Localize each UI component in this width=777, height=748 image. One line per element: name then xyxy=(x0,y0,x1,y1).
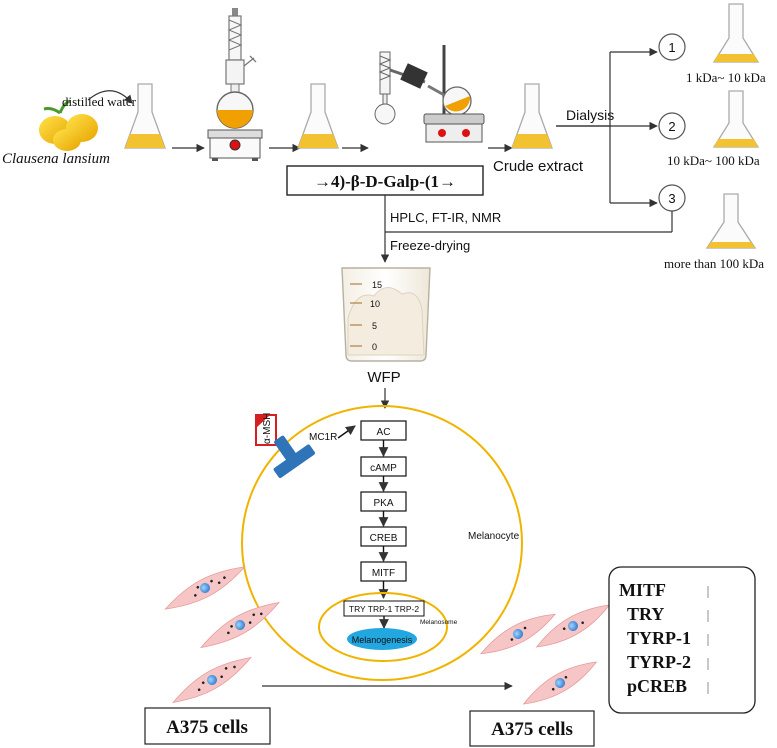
marker-try: TRY xyxy=(627,604,664,624)
marker-tyrp2: TYRP-2 xyxy=(627,652,691,672)
svg-text:cAMP: cAMP xyxy=(370,463,397,474)
receptor-arrow xyxy=(337,425,356,439)
marker-tyrp1: TYRP-1 xyxy=(627,628,691,648)
lychee-fruit-icon xyxy=(39,99,98,151)
analysis-label: HPLC, FT-IR, NMR xyxy=(390,210,501,225)
melanocyte-outline xyxy=(241,405,523,681)
hot-plate-icon xyxy=(207,129,263,161)
solvent-label: distilled water xyxy=(62,94,137,109)
flask-icon xyxy=(511,83,553,149)
beaker-scale-0: 0 xyxy=(372,342,377,352)
cell-label-right: A375 cells xyxy=(491,719,573,740)
pathway-step-camp: cAMP xyxy=(360,456,407,477)
melanosome-outline xyxy=(318,592,448,662)
structure-label: →4)-β-D-Galp-(1→ xyxy=(314,172,456,191)
flask-icon xyxy=(124,83,166,149)
fraction-marker-3: 3 xyxy=(658,184,686,212)
flask-icon xyxy=(297,83,339,149)
fraction-label-2: 10 kDa~ 100 kDa xyxy=(667,153,760,168)
curved-arrow xyxy=(87,90,133,104)
beaker-scale-5: 5 xyxy=(372,321,377,331)
cell-label-box-right xyxy=(469,710,595,747)
flask-icon xyxy=(712,90,760,148)
pathway-step-creb: CREB xyxy=(360,526,407,547)
rotary-evaporator-icon xyxy=(374,45,485,143)
fruit-label: Clausena lansium xyxy=(2,151,110,167)
enzymes-label: TRY TRP-1 TRP-2 xyxy=(349,604,419,614)
fraction-label-3: more than 100 kDa xyxy=(664,256,764,271)
pathway-step-pka: PKA xyxy=(360,491,407,512)
soxhlet-apparatus-icon xyxy=(216,8,257,129)
a375-cell-icon xyxy=(172,656,252,704)
a375-cell-group-right xyxy=(479,604,611,705)
beaker-icon xyxy=(341,267,431,362)
pathway-step-ac: AC xyxy=(360,420,407,441)
a375-cell-icon xyxy=(200,601,280,649)
svg-text:1: 1 xyxy=(668,40,675,55)
organelle-label: Melanosome xyxy=(420,619,458,626)
pathway-step-mitf: MITF xyxy=(360,561,407,582)
receptor-label: MC1R xyxy=(309,432,337,443)
drying-label: Freeze-drying xyxy=(390,238,470,253)
fraction-marker-2: 2 xyxy=(658,112,686,140)
a375-cell-icon xyxy=(522,661,598,705)
flask-icon xyxy=(712,3,760,63)
marker-pcreb: pCREB xyxy=(627,676,687,696)
stimulus-box: α-MSH xyxy=(255,413,277,446)
svg-text:AC: AC xyxy=(377,427,391,438)
svg-text:CREB: CREB xyxy=(370,533,398,544)
marker-mitf: MITF xyxy=(619,580,666,600)
dialysis-label: Dialysis xyxy=(566,107,614,123)
a375-cell-icon xyxy=(164,566,246,610)
process-label: Melanogenesis xyxy=(352,635,413,645)
cell-label-left: A375 cells xyxy=(166,717,248,738)
svg-text:MITF: MITF xyxy=(372,568,395,579)
flask-icon xyxy=(705,193,757,249)
svg-text:PKA: PKA xyxy=(373,498,393,509)
a375-cell-group-left xyxy=(164,566,280,704)
crude-extract-label: Crude extract xyxy=(493,158,584,175)
cell-label-box-left xyxy=(144,707,271,745)
svg-text:3: 3 xyxy=(668,191,675,206)
stimulus-label: α-MSH xyxy=(262,413,273,444)
receptor-icon xyxy=(273,435,315,479)
beaker-scale-15: 15 xyxy=(372,280,382,290)
svg-text:2: 2 xyxy=(668,119,675,134)
fraction-marker-1: 1 xyxy=(658,33,686,61)
beaker-scale-10: 10 xyxy=(370,299,380,309)
structure-box xyxy=(286,165,484,196)
marker-panel xyxy=(608,566,756,714)
fraction-label-1: 1 kDa~ 10 kDa xyxy=(686,70,766,85)
melanocyte-label: Melanocyte xyxy=(468,531,520,542)
a375-cell-icon xyxy=(479,613,557,655)
product-label: WFP xyxy=(367,369,400,386)
melanogenesis-oval xyxy=(347,628,417,650)
